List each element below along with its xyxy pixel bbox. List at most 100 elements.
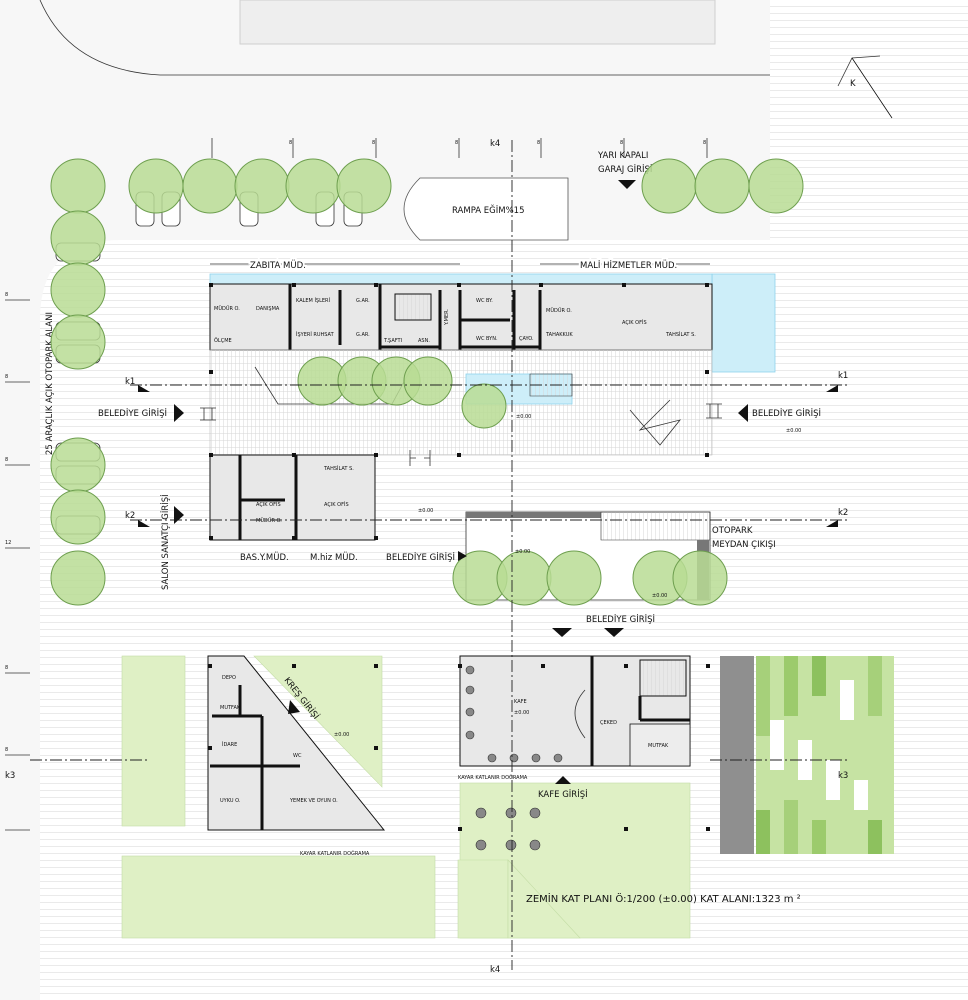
- room-wc-bayan: WC BYN.: [476, 336, 498, 342]
- level-2: ±0.00: [786, 428, 801, 434]
- otopark-exit-2: MEYDAN ÇIKIŞI: [712, 540, 776, 550]
- garage-entry-label-1: YARI KAPALI: [597, 151, 648, 161]
- level-5: ±0.00: [652, 593, 667, 599]
- room-tsafti: T.ŞAFTI: [383, 338, 402, 344]
- dept-zabita: ZABITA MÜD.: [250, 260, 306, 271]
- main-hall: [210, 350, 712, 455]
- belediye-left-arrow: [174, 404, 184, 422]
- ramp: [403, 177, 569, 241]
- room-acik-ofis-2: AÇIK OFİS: [256, 501, 281, 508]
- belediye-entry-left: BELEDİYE GİRİŞİ: [98, 408, 167, 419]
- svg-text:8: 8: [5, 665, 8, 671]
- kafe-tables: [465, 665, 563, 851]
- canopy-ramp: [600, 511, 711, 541]
- room-wc: WC: [293, 753, 302, 759]
- trees-mid: [297, 356, 728, 606]
- axis-k3-left: k3: [5, 771, 15, 781]
- room-gar-2: G.AR.: [356, 332, 370, 338]
- kres-sliding-door: KAYAR KATLANIR DOĞRAMA: [300, 850, 370, 857]
- room-cayo: ÇAYO.: [519, 336, 534, 342]
- facade-wall: [720, 656, 754, 854]
- axis-k4-bottom: k4: [490, 965, 500, 975]
- room-acik-ofis-1: AÇIK OFİS: [622, 319, 647, 326]
- axis-k1-right: k1: [838, 371, 848, 381]
- pool-strip: [209, 273, 713, 285]
- room-gar-1: G.AR.: [356, 298, 370, 304]
- svg-text:8: 8: [455, 140, 458, 146]
- kafe-walls: [459, 655, 691, 767]
- svg-text:8: 8: [5, 457, 8, 463]
- axis-k2-right: k2: [838, 508, 848, 518]
- door-symbols: [200, 403, 722, 466]
- belediye-mid-arrow: [458, 551, 467, 561]
- dept-mhiz: M.hiz MÜD.: [310, 552, 358, 563]
- svg-text:8: 8: [703, 140, 706, 146]
- canopy-top-wall: [466, 512, 601, 518]
- section-axes: [30, 140, 850, 970]
- svg-text:8: 8: [5, 374, 8, 380]
- svg-text:8: 8: [620, 140, 623, 146]
- kafe-sliding-door: KAYAR KATLANIR DOĞRAMA: [458, 774, 528, 781]
- belediye-entry-right: BELEDİYE GİRİŞİ: [752, 408, 821, 419]
- svg-text:12: 12: [5, 540, 11, 546]
- dept-mali: MALİ HİZMETLER MÜD.: [580, 260, 677, 271]
- sw-offices: [210, 455, 375, 540]
- belediye-south-arrow-2: [604, 628, 624, 637]
- room-depo: DEPO: [222, 675, 236, 681]
- salon-arrow: [174, 506, 184, 524]
- room-tahsilat-1: TAHSİLAT S.: [665, 331, 696, 338]
- left-grid-ticks: 8 8 8 12 8 8: [5, 292, 30, 831]
- pool-right: [711, 273, 776, 373]
- room-kafe: KAFE: [514, 699, 527, 705]
- svg-text:8: 8: [5, 292, 8, 298]
- facade-panels: [756, 656, 894, 854]
- axis-k3-right: k3: [838, 771, 848, 781]
- room-ceked: ÇEKED: [600, 720, 617, 726]
- belediye-entry-south: BELEDİYE GİRİŞİ: [586, 614, 655, 625]
- columns: [209, 283, 709, 540]
- level-6: ±0.00: [514, 710, 529, 716]
- kafe-entry: KAFE GİRİŞİ: [538, 789, 588, 800]
- svg-text:8: 8: [289, 140, 292, 146]
- room-yemek: YEMEK VE OYUN O.: [289, 798, 338, 804]
- trees: [50, 158, 804, 606]
- room-mudur-o-3: MÜDÜR O.: [256, 517, 282, 524]
- ramp-label: RAMPA EĞİM%15: [452, 204, 525, 216]
- top-building: [239, 0, 716, 45]
- belediye-south-arrow-1: [552, 628, 572, 637]
- level-3: ±0.00: [418, 508, 433, 514]
- north-arrow: K: [837, 55, 893, 119]
- parking-label: 25 ARAÇLIK AÇIK OTOPARK ALANI: [45, 312, 55, 455]
- salon-entry: SALON SANATÇI GİRİŞİ: [160, 494, 171, 590]
- lawns: [121, 655, 691, 939]
- axis-k4-top: k4: [490, 139, 500, 149]
- level-1: ±0.00: [516, 414, 531, 420]
- kres-entry-arrow: [288, 700, 300, 714]
- room-danisma: DANIŞMA: [256, 306, 280, 312]
- room-uyku: UYKU O.: [220, 798, 241, 804]
- axis-k1-left: k1: [125, 377, 135, 387]
- kres-block: [208, 656, 384, 830]
- level-4: ±0.00: [515, 549, 530, 555]
- garage-entry-arrow: [618, 180, 636, 189]
- columns-south: [208, 664, 710, 831]
- dept-bas: BAS.Y.MÜD.: [240, 552, 289, 563]
- room-tahakkuk: TAHAKKUK: [545, 332, 573, 338]
- garage-entry-label-2: GARAJ GİRİŞİ: [598, 164, 652, 175]
- room-tahsilat-2: TAHSİLAT S.: [323, 465, 354, 472]
- svg-text:8: 8: [5, 747, 8, 753]
- room-mutfak-2: MUTFAK: [648, 743, 669, 749]
- kres-walls: [207, 655, 386, 831]
- room-mudur-o: MÜDÜR O.: [214, 305, 240, 312]
- sculpture: [629, 399, 682, 446]
- otopark-exit-1: OTOPARK: [712, 526, 753, 536]
- svg-text:8: 8: [372, 140, 375, 146]
- level-7: ±0.00: [334, 732, 349, 738]
- kafe-entry-arrow: [555, 776, 571, 784]
- plan-title: ZEMİN KAT PLANI Ö:1/200 (±0.00) KAT ALAN…: [526, 892, 801, 905]
- belediye-right-arrow: [738, 404, 748, 422]
- room-kalem: KALEM İŞLERİ: [296, 297, 330, 304]
- room-isyeri: İŞYERİ RUHSAT: [296, 331, 335, 338]
- room-acik-ofis-3: AÇIK OFİS: [324, 501, 349, 508]
